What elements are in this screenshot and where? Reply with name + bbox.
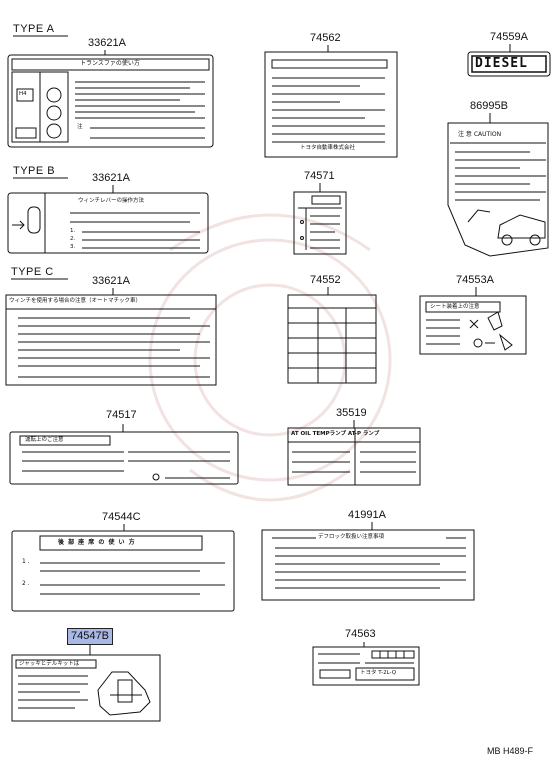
section-type-c: TYPE C [11,266,54,278]
label-35519 [287,420,421,486]
seat-caution-title: シート装着上の注意 [430,304,480,310]
section-type-a: TYPE A [13,23,55,35]
label-74552 [287,287,377,384]
part-number-33621a-b: 33621A [92,172,130,184]
label-33621a-type-a [7,35,214,148]
part-number-74517: 74517 [106,409,137,421]
part-number-74544c: 74544C [102,511,141,523]
part-number-41991a: 41991A [348,509,386,521]
part-number-74559a: 74559A [490,31,528,43]
label-33621a-type-c [5,278,217,386]
part-number-74563: 74563 [345,628,376,640]
transfer-label-h4: H4 [19,91,27,97]
caution-label-title: 注 意 CAUTION [458,131,502,138]
label-86995b [447,113,549,257]
section-type-b: TYPE B [13,165,56,177]
label-74571 [293,183,347,255]
difflock-title: デフロック取扱い注意事項 [318,534,385,540]
transfer-label-note: 注 [77,124,83,130]
label-74553a [419,287,527,355]
rear-seat-title: 後 部 座 席 の 使 い 方 [58,539,136,546]
rear-seat-item-2: 2 . [22,580,30,587]
winch-lever-title: ウィンチレバーの操作方法 [78,198,145,204]
part-number-74552: 74552 [310,274,341,286]
transfer-label-title: トランスファの使い方 [80,60,140,67]
label-74559a [467,44,551,77]
toyota-company-label: トヨタ自動車株式会社 [300,145,356,151]
label-74562 [264,45,398,158]
part-number-74571: 74571 [304,170,335,182]
winch-list-2: 2. [70,236,76,242]
watermark-emblem [148,213,392,502]
diagram-code: MB H489-F [487,746,534,756]
part-number-33621a-c: 33621A [92,275,130,287]
part-number-74547b-highlighted[interactable]: 74547B [67,628,113,645]
part-number-86995b: 86995B [470,100,508,112]
label-74563 [312,642,420,686]
part-number-74562: 74562 [310,32,341,44]
winch-list-1: 1. [70,228,76,234]
part-number-74553a: 74553A [456,274,494,286]
engine-type-label: トヨタ T-2L-Q [360,670,397,676]
winch-auto-title: ウィンチを使用する場合の注意（オートマチック車） [9,298,142,304]
label-74544c [11,524,235,612]
label-74517 [9,424,239,485]
rear-seat-item-1: 1 . [22,558,30,565]
diesel-label: DIESEL [475,56,528,71]
part-number-35519: 35519 [336,407,367,419]
part-number-33621a-a: 33621A [88,37,126,49]
jack-label-title: ジャッキとデルキットは [19,661,80,667]
atoil-lamp-title: AT OIL TEMPランプ AT-P ランプ [291,431,380,437]
winch-list-3: 3. [70,244,76,250]
label-41991a [261,522,475,601]
label-33621a-type-b [7,177,209,254]
label-74547b [11,645,161,722]
driving-caution-title: 運転上のご注意 [25,437,64,443]
